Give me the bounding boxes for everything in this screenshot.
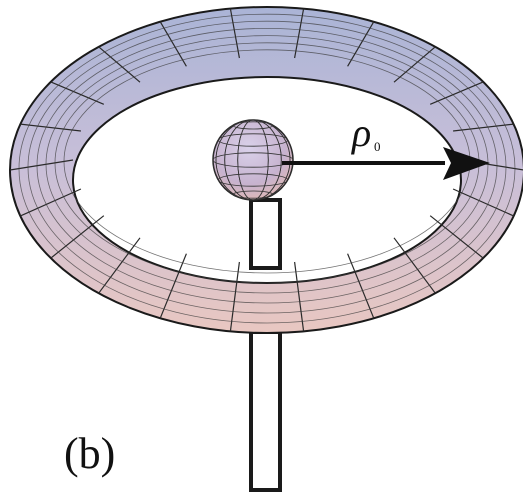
radius-label-symbol: ρ [350, 110, 371, 155]
radius-arrow [282, 147, 490, 180]
rod-upper [249, 198, 282, 270]
panel-label: (b) [64, 429, 115, 478]
torus-ring [9, 6, 523, 334]
radius-label-subscript: 0 [374, 139, 381, 154]
rod-lower [249, 330, 282, 492]
central-sphere [212, 119, 294, 201]
